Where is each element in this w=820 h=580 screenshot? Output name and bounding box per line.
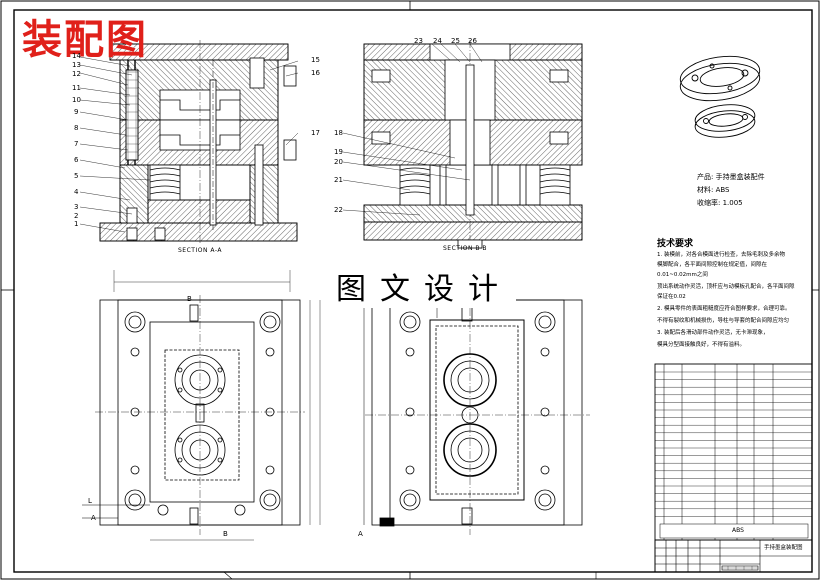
bom-table (654, 363, 813, 541)
view-mark-l: L (88, 497, 92, 505)
view-mark-b-bottom: B (223, 530, 228, 538)
plan-view-right (363, 295, 590, 535)
tech-line: 模具分型面接触良好，不得有溢料。 (657, 342, 746, 348)
view-mark-a-left: A (91, 514, 96, 522)
callout-2: 2 (74, 212, 79, 220)
title-block (654, 539, 813, 573)
callout-24: 24 (433, 37, 442, 45)
tech-line: 顶出系统动作灵活，顶杆应与动模板孔配合，各平面间隙 (657, 284, 795, 290)
callout-14: 14 (72, 52, 81, 60)
callout-12: 12 (72, 70, 81, 78)
product-isometric (679, 55, 761, 138)
tech-line: 3. 装配后各滑动部件动作灵活，无卡滞现象， (657, 330, 769, 336)
callout-18: 18 (334, 129, 343, 137)
section-label-bb: SECTION B-B (443, 245, 488, 252)
tech-line: 保证在0.02 (657, 294, 686, 300)
tech-line: 1. 装模前，对各合模面进行检查，去除毛刺及多余物 (657, 252, 785, 258)
callout-3: 3 (74, 203, 79, 211)
section-bb-view (363, 40, 583, 249)
callout-13: 13 (72, 61, 81, 69)
callout-20: 20 (334, 158, 343, 166)
callout-8: 8 (74, 124, 79, 132)
callout-4: 4 (74, 188, 79, 196)
callout-21: 21 (334, 176, 343, 184)
section-label-aa: SECTION A-A (178, 247, 222, 254)
callout-17: 17 (311, 129, 320, 137)
callout-26: 26 (468, 37, 477, 45)
view-mark-b-top: B (187, 295, 192, 303)
plan-view-left (82, 270, 321, 541)
callout-22: 22 (334, 206, 343, 214)
callout-9: 9 (74, 108, 79, 116)
product-name: 产品: 手持墨盒装配件 (697, 173, 765, 181)
callout-leaders-bb (342, 43, 483, 216)
callout-5: 5 (74, 172, 79, 180)
product-material: 材料: ABS (697, 186, 730, 194)
callout-16: 16 (311, 69, 320, 77)
view-mark-a-left2: A (358, 530, 363, 538)
drawing-title-center: 图文设计 (332, 272, 516, 308)
product-shrink: 收缩率: 1.005 (697, 199, 743, 207)
tech-line: 0.01~0.02mm之间 (657, 272, 708, 278)
callout-15: 15 (311, 56, 320, 64)
tech-requirements-title: 技术要求 (657, 239, 694, 249)
callout-1: 1 (74, 220, 79, 228)
bom-rows (655, 371, 812, 517)
tech-line: 不得有裂纹和机械损伤，导柱与导套的配合间隙应均匀 (657, 318, 790, 324)
section-aa-view (99, 40, 298, 245)
tech-line: 2. 模具零件的表面粗糙度应符合图样要求，合理可靠。 (657, 306, 791, 312)
callout-19: 19 (334, 148, 343, 156)
callout-6: 6 (74, 156, 79, 164)
callout-23: 23 (414, 37, 423, 45)
callout-7: 7 (74, 140, 79, 148)
title-block-name: 手持墨盒装配图 (764, 545, 803, 551)
title-block-material: ABS (732, 527, 744, 534)
callout-11: 11 (72, 84, 81, 92)
callout-leaders-aa (79, 56, 299, 233)
callout-25: 25 (451, 37, 460, 45)
tech-line: 模脚配合，各平面间隙控制在规定值，间隙在 (657, 262, 768, 268)
callout-10: 10 (72, 96, 81, 104)
drawing-title-red: 装配图 (22, 16, 148, 63)
